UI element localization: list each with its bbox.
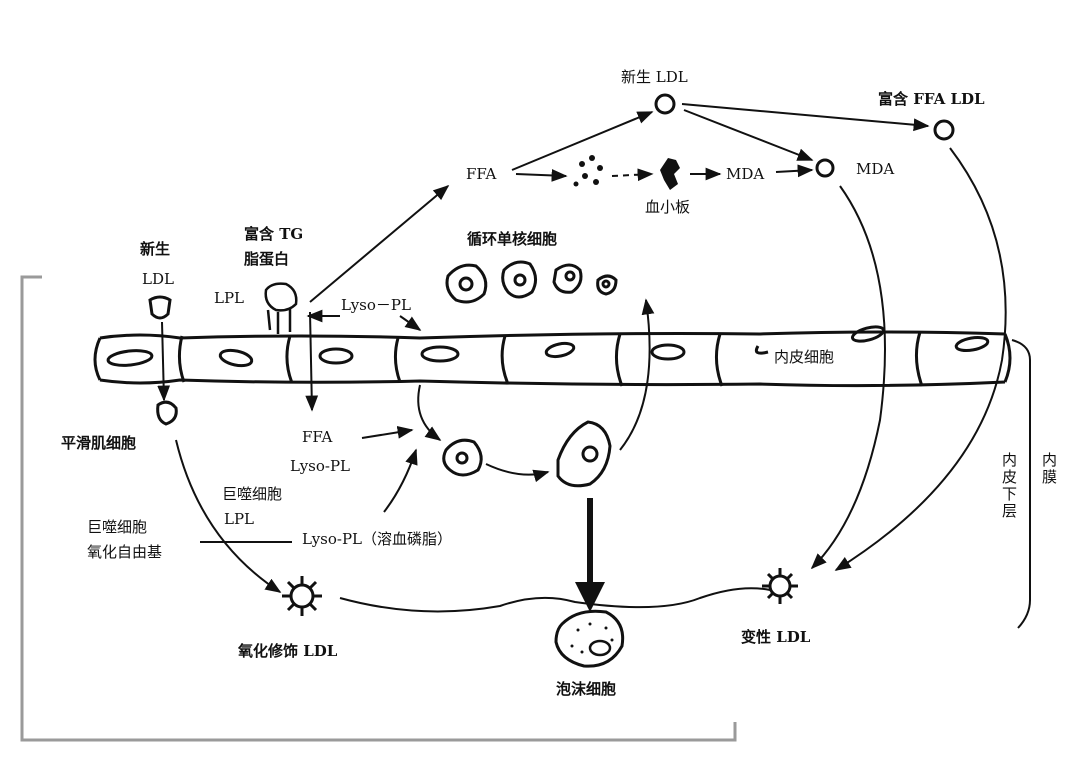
label-lpl-top: LPL bbox=[214, 289, 245, 307]
label-circulating-monocyte: 循环单核细胞 bbox=[467, 230, 558, 248]
label-smooth-muscle-cell: 平滑肌细胞 bbox=[61, 434, 137, 452]
label-endothelial-cell: 内皮细胞 bbox=[774, 348, 835, 366]
label-oxidized-ldl: 氧化修饰 LDL bbox=[238, 642, 338, 660]
label-platelet: 血小板 bbox=[645, 198, 691, 216]
platelets bbox=[573, 155, 680, 190]
label-denatured-ldl: 变性 LDL bbox=[741, 628, 811, 646]
label-intima: 内膜 bbox=[1040, 452, 1058, 486]
label-foam-cell: 泡沫细胞 bbox=[556, 680, 617, 698]
label-macrophage-ox-2: 氧化自由基 bbox=[87, 543, 163, 561]
label-rich-tg-1: 富含 TG bbox=[244, 225, 304, 243]
label-new-ldl-left-2: LDL bbox=[142, 270, 174, 288]
arrows bbox=[157, 103, 1007, 593]
label-new-ldl-left-1: 新生 bbox=[140, 240, 171, 258]
tg-lipoprotein bbox=[264, 282, 298, 334]
label-subendothelial: 内皮下层 bbox=[1000, 452, 1018, 520]
label-macrophage-lpl-1: 巨噬细胞 bbox=[222, 485, 283, 503]
foam-cell bbox=[554, 609, 625, 668]
connecting-curve bbox=[339, 587, 771, 613]
intima-bracket bbox=[1011, 339, 1031, 629]
ldl-particles bbox=[148, 93, 955, 426]
label-ffa-top: FFA bbox=[466, 165, 497, 183]
label-rich-ffa-ldl: 富含 FFA LDL bbox=[878, 90, 985, 108]
macrophages bbox=[442, 420, 612, 488]
label-lyso-pl-hemolytic: Lyso-PL（溶血磷脂） bbox=[302, 530, 453, 548]
label-new-ldl-top: 新生 LDL bbox=[621, 68, 688, 86]
endothelial-layer bbox=[93, 325, 1012, 388]
label-ffa-mid: FFA bbox=[302, 428, 333, 446]
frame-line bbox=[20, 275, 737, 742]
label-rich-tg-2: 脂蛋白 bbox=[244, 250, 290, 268]
label-macrophage-ox-1: 巨噬细胞 bbox=[87, 518, 148, 536]
circulating-monocytes bbox=[445, 260, 618, 304]
label-mda-2: MDA bbox=[856, 160, 895, 178]
modified-ldl bbox=[282, 568, 798, 616]
label-lyso-pl-mid: Lyso-PL bbox=[290, 457, 351, 475]
label-lyso-pl-top: Lyso－PL bbox=[341, 296, 411, 314]
label-mda-1: MDA bbox=[726, 165, 765, 183]
label-macrophage-lpl-2: LPL bbox=[224, 510, 255, 528]
